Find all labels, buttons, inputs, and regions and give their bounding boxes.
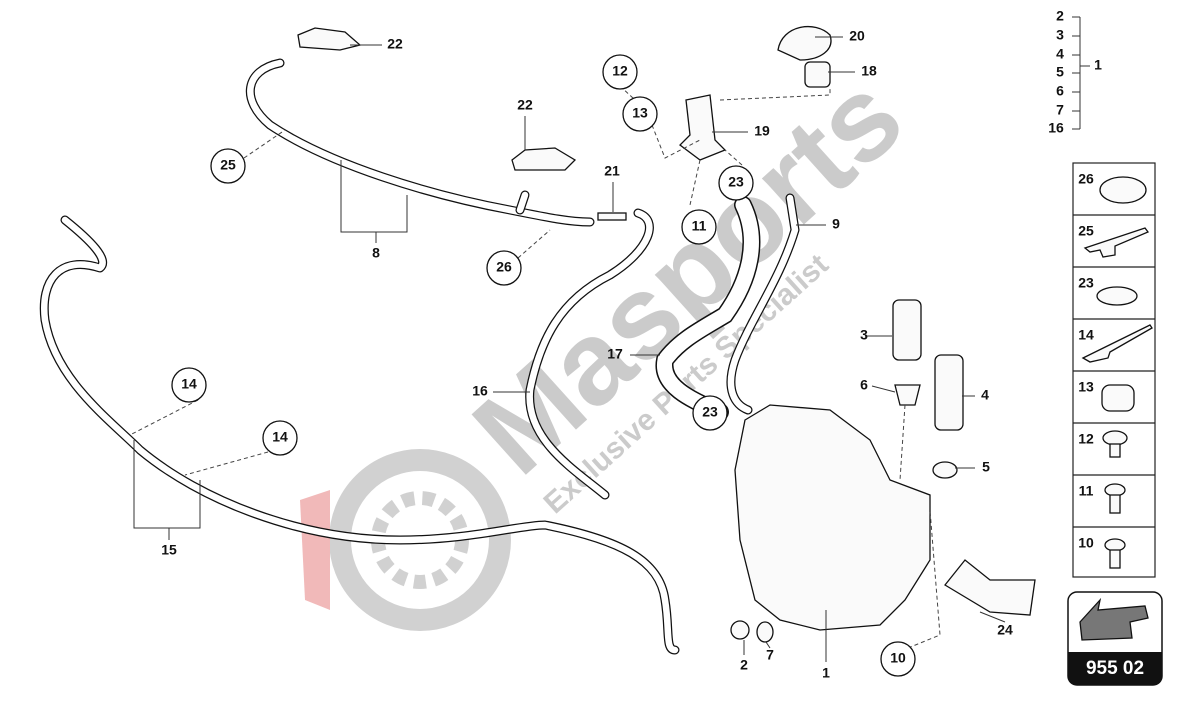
assembly-member: 4 bbox=[1056, 46, 1064, 62]
assembly-member: 2 bbox=[1056, 8, 1064, 24]
small-parts-panel: 26 25 23 14 13 12 11 10 bbox=[1072, 162, 1156, 578]
nozzle-22 bbox=[511, 147, 577, 171]
pump-4 bbox=[934, 354, 964, 431]
bracket-24 bbox=[944, 559, 1036, 616]
small-part-number: 23 bbox=[1078, 275, 1094, 291]
hose-17 bbox=[655, 196, 761, 421]
small-part-number: 13 bbox=[1078, 379, 1094, 395]
leader-lines bbox=[129, 16, 1090, 662]
callout-2: 2 bbox=[740, 657, 748, 673]
callout-9: 9 bbox=[832, 216, 840, 232]
callout-4: 4 bbox=[981, 387, 989, 403]
diagram-number: 955 02 bbox=[1086, 658, 1144, 679]
callout-24: 24 bbox=[997, 622, 1013, 638]
callout-12: 12 bbox=[612, 63, 628, 79]
callout-21: 21 bbox=[604, 163, 620, 179]
small-part-number: 14 bbox=[1078, 327, 1094, 343]
hose-clamp-icon bbox=[1096, 286, 1138, 306]
callout-25: 25 bbox=[220, 157, 236, 173]
reservoir-1 bbox=[734, 404, 931, 631]
flange-bolt-icon bbox=[1104, 538, 1126, 569]
grommet-icon bbox=[1101, 384, 1135, 412]
callout-3: 3 bbox=[860, 327, 868, 343]
small-part-number: 26 bbox=[1078, 171, 1094, 187]
callout-14: 14 bbox=[181, 376, 197, 392]
screw-2 bbox=[730, 620, 750, 640]
callout-11: 11 bbox=[692, 218, 707, 234]
small-part-number: 12 bbox=[1078, 431, 1094, 447]
assembly-member: 16 bbox=[1048, 120, 1064, 136]
callout-13: 13 bbox=[632, 105, 648, 121]
callout-23: 23 bbox=[728, 174, 744, 190]
assembly-list: 2 3 4 5 6 7 16 1 bbox=[1048, 8, 1102, 136]
callout-6: 6 bbox=[860, 377, 868, 393]
assembly-parent: 1 bbox=[1094, 57, 1102, 73]
direction-arrow-icon bbox=[1079, 597, 1149, 641]
assembly-member: 5 bbox=[1056, 64, 1064, 80]
nozzle-22-top bbox=[297, 27, 362, 51]
assembly-member: 3 bbox=[1056, 27, 1064, 43]
hose-9 bbox=[726, 193, 800, 415]
callout-23: 23 bbox=[702, 404, 718, 420]
circled-callouts: 12 13 23 11 25 26 23 14 14 10 bbox=[171, 54, 916, 677]
callout-17: 17 bbox=[607, 346, 623, 362]
callout-20: 20 bbox=[849, 28, 865, 44]
hose-15 bbox=[39, 215, 680, 655]
callout-8: 8 bbox=[372, 245, 380, 261]
small-part-number: 11 bbox=[1079, 483, 1094, 499]
small-part-number: 10 bbox=[1078, 535, 1094, 551]
screw-icon bbox=[1102, 430, 1128, 458]
filler-neck-19 bbox=[679, 94, 727, 161]
callout-26: 26 bbox=[496, 259, 512, 275]
callout-22: 22 bbox=[517, 97, 533, 113]
bolt-icon bbox=[1104, 483, 1126, 514]
hose-piece-18 bbox=[804, 61, 831, 88]
small-part-number: 25 bbox=[1078, 223, 1094, 239]
assembly-member: 7 bbox=[1056, 102, 1064, 118]
callout-5: 5 bbox=[982, 459, 990, 475]
callout-16: 16 bbox=[472, 383, 488, 399]
grommet-5 bbox=[932, 461, 958, 479]
cable-tie-icon bbox=[1081, 324, 1153, 363]
connector-21 bbox=[597, 212, 627, 221]
hose-16 bbox=[525, 208, 654, 500]
cable-tie-clip-icon bbox=[1083, 227, 1150, 258]
callout-22: 22 bbox=[387, 36, 403, 52]
callout-18: 18 bbox=[861, 63, 877, 79]
hose-8 bbox=[245, 58, 595, 227]
pump-3 bbox=[892, 299, 922, 361]
callout-19: 19 bbox=[754, 123, 770, 139]
diagram-badge: 955 02 bbox=[1067, 591, 1163, 686]
callout-15: 15 bbox=[161, 542, 177, 558]
cap-icon bbox=[1099, 176, 1147, 204]
seal-7 bbox=[756, 621, 774, 643]
cap-20 bbox=[777, 26, 832, 61]
callout-1: 1 bbox=[822, 665, 830, 681]
callout-labels: 22 22 20 18 19 21 9 8 3 6 4 5 17 16 15 2… bbox=[161, 28, 1013, 681]
callout-10: 10 bbox=[890, 650, 906, 666]
grommet-6 bbox=[894, 384, 921, 406]
assembly-member: 6 bbox=[1056, 83, 1064, 99]
callout-7: 7 bbox=[766, 647, 774, 663]
callout-14: 14 bbox=[272, 429, 288, 445]
